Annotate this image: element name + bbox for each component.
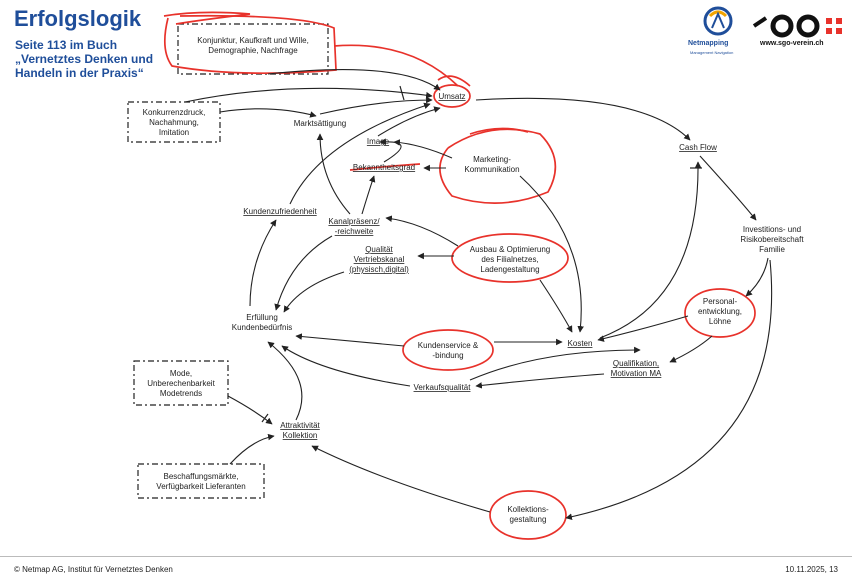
arrow-kanalpraesenz-erfuellung	[274, 235, 333, 311]
node-marktsaettigung: Marktsättigung	[294, 119, 346, 128]
red-circle-personal	[684, 288, 756, 338]
red-scribble-marketing	[469, 127, 529, 135]
arrow-marketing-image	[393, 139, 453, 159]
arrow-loop-kollektion-kosten	[469, 346, 641, 381]
arrow-marktsaettigung-umsatz	[319, 96, 433, 115]
delay-mark-umsatz	[399, 85, 405, 101]
arrow-verkaufsqualitaet-erfuellung	[281, 345, 411, 387]
red-highlight-bekanntheitsgrad	[349, 163, 421, 171]
sgo-logo-url: www.sgo-verein.ch	[760, 40, 824, 47]
arrow-ausbau-kanalpraesenz	[385, 215, 459, 247]
arrow-kanalpraesenz-marktsaettigung	[316, 133, 351, 215]
subtitle-line: Seite 113 im Buch	[15, 38, 118, 52]
konjunktur-box	[177, 23, 329, 75]
konkurrenz-box	[127, 101, 221, 143]
node-bekanntheitsgrad: Bekanntheitsgrad	[353, 163, 415, 172]
red-circle-marketing	[439, 128, 557, 204]
netmapping-logo-text: Netmapping	[688, 40, 729, 47]
red-circle-umsatz	[433, 84, 471, 108]
node-umsatz: Umsatz	[438, 92, 465, 101]
arrow-bekanntheitsgrad-image	[379, 138, 402, 163]
node-kosten: Kosten	[568, 339, 593, 348]
node-konkurrenz: Konkurrenzdruck,Nachahmung,Imitation	[143, 108, 206, 137]
node-qualifikation: Qualifikation,Motivation MA	[611, 359, 662, 378]
node-marketing: Marketing-Kommunikation	[464, 155, 519, 174]
red-scribble-konjunktur	[163, 11, 251, 25]
arrow-ausbau-kosten	[539, 279, 573, 333]
netmapping-logo	[703, 6, 733, 36]
arrow-konkurrenz-umsatz	[184, 87, 433, 103]
red-circle-ausbau	[451, 233, 569, 283]
node-cashflow: Cash Flow	[679, 143, 717, 152]
erfolgslogik-diagram: Konjunktur, Kaufkraft und Wille,Demograp…	[127, 11, 804, 540]
red-scribble-umsatz	[437, 75, 471, 87]
arrow-investitionen-personal	[745, 257, 769, 297]
arrow-marketing-kosten	[519, 175, 584, 333]
node-personal: Personal-entwicklung,Löhne	[698, 297, 742, 326]
arrow-cashflow-investitionen	[699, 155, 757, 221]
arrow-beschaffung-attraktivitaet	[229, 433, 275, 465]
node-verkaufsqualitaet: Verkaufsqualität	[414, 383, 472, 392]
footer-copyright: © Netmap AG, Institut für Vernetztes Den…	[14, 565, 173, 574]
slide-subtitle: Seite 113 im Buch „Vernetztes Denken und…	[15, 38, 153, 80]
arrow-qualitaet-erfuellung	[283, 271, 345, 313]
arrow-qualifikation-verkaufsqualitaet	[475, 373, 605, 389]
arrow-kundenservice-erfuellung	[295, 333, 405, 347]
sgo-logo	[752, 14, 842, 38]
arrow-mode-attraktivitaet	[227, 395, 273, 425]
red-highlight-konjunktur	[163, 14, 337, 75]
arrow-personal-qualifikation	[669, 335, 713, 363]
arrow-kundenzufriedenheit-umsatz	[289, 102, 431, 205]
subtitle-line: Handeln in der Praxis“	[15, 66, 144, 80]
node-image: Image	[367, 137, 390, 146]
node-kundenservice: Kundenservice &-bindung	[418, 341, 479, 360]
arrow-attraktivitaet-erfuellung	[267, 341, 303, 421]
node-kollektionsgestaltung: Kollektions-gestaltung	[507, 505, 549, 524]
node-beschaffung: Beschaffungsmärkte,Verfügbarkeit Liefera…	[156, 472, 245, 491]
arrow-konkurrenz-marktsaettigung	[219, 108, 317, 118]
netmapping-logo-tagline: Management Navigation	[690, 50, 734, 55]
arrow-kollektionsgestaltung-attraktivitaet	[311, 445, 491, 513]
arrow-umsatz-cashflow	[475, 97, 691, 141]
delay-mark-attraktivitaet	[261, 413, 269, 423]
slide-title: Erfolgslogik	[14, 6, 142, 31]
arrow-erfuellung-kundenzufriedenheit	[249, 219, 277, 307]
footer-date-page: 10.11.2025, 13	[785, 565, 838, 574]
red-circle-kundenservice	[402, 329, 494, 371]
mode-box	[133, 360, 229, 406]
arrow-investitionen-kollektionsgestaltung	[565, 259, 773, 520]
arrow-kosten-cashflow	[599, 161, 702, 339]
arrow-konjunktur-umsatz	[267, 69, 441, 91]
node-kanalpraesenz: Kanalpräsenz/-reichweite	[328, 217, 380, 236]
arrow-kanalpraesenz-bekanntheitsgrad	[361, 175, 376, 215]
node-kundenzufriedenheit: Kundenzufriedenheit	[243, 207, 317, 216]
subtitle-line: „Vernetztes Denken und	[15, 52, 154, 66]
slide-footer: © Netmap AG, Institut für Vernetztes Den…	[0, 556, 852, 585]
beschaffung-box	[137, 463, 265, 499]
node-konjunktur: Konjunktur, Kaufkraft und Wille,Demograp…	[197, 36, 309, 55]
arrow-personal-kosten	[597, 315, 689, 342]
arrow-image-umsatz	[377, 106, 441, 137]
